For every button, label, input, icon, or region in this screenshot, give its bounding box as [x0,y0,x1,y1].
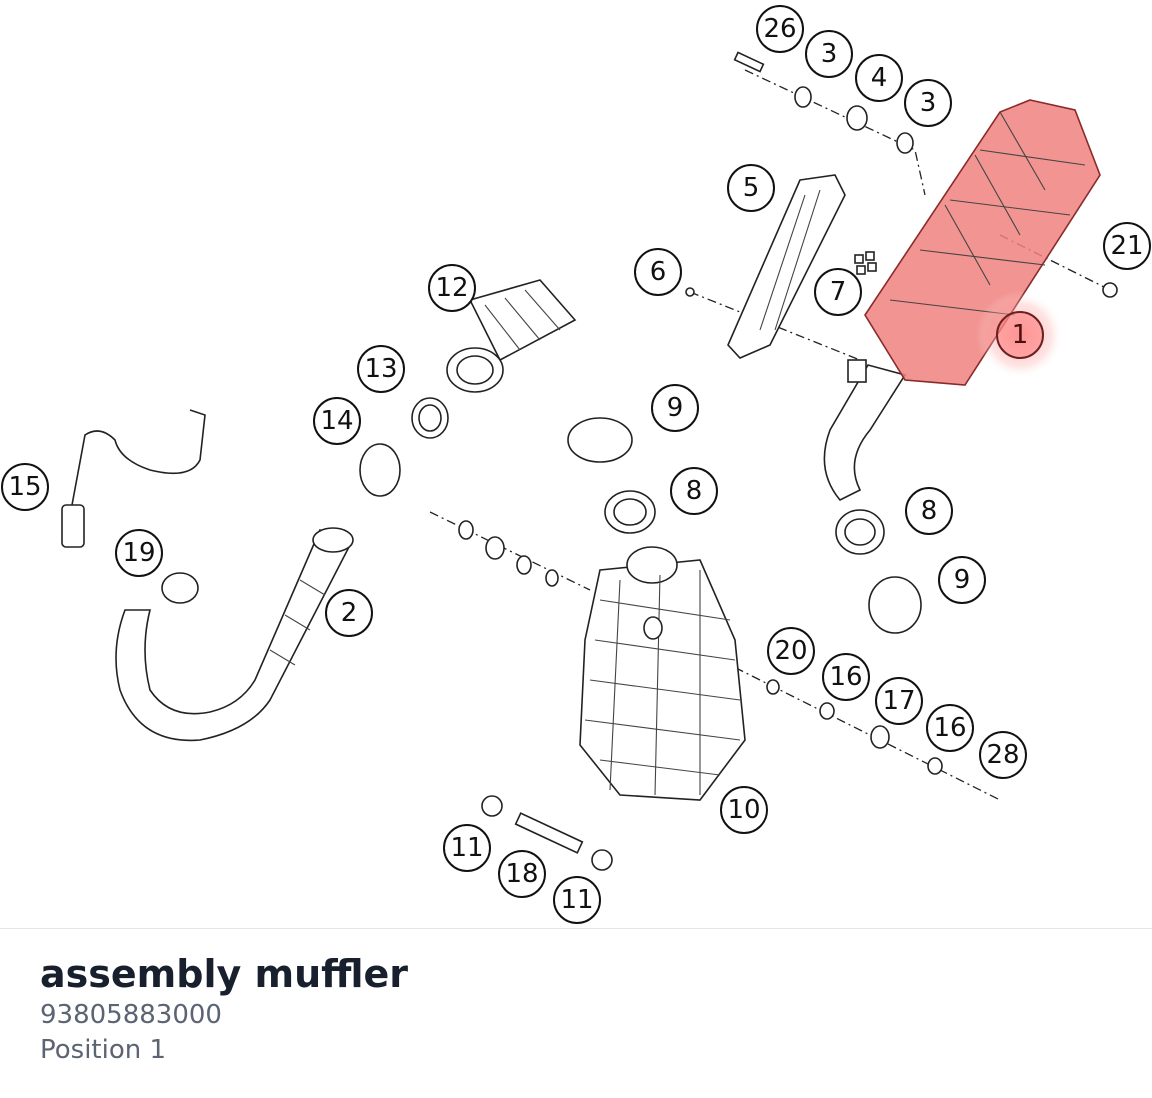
callout-16[interactable]: 16 [822,653,870,701]
header-pipe-part[interactable] [115,527,354,742]
svg-text:8: 8 [921,496,938,526]
callout-16[interactable]: 16 [926,704,974,752]
svg-text:8: 8 [686,476,703,506]
callout-17[interactable]: 17 [875,677,923,725]
svg-text:1: 1 [1012,320,1029,350]
svg-text:6: 6 [650,257,667,287]
svg-text:11: 11 [450,833,483,863]
svg-text:18: 18 [505,859,538,889]
diagram-canvas: 26 3 4 3 5 21 6 7 1 12 13 9 14 15 8 8 19… [1,5,1151,924]
callout-26[interactable]: 26 [756,5,804,53]
svg-text:5: 5 [743,173,760,203]
svg-text:17: 17 [882,686,915,716]
part-position: Position 1 [40,1035,167,1065]
callout-4[interactable]: 4 [855,54,903,102]
callout-1[interactable]: 1 [996,311,1044,359]
svg-text:7: 7 [830,277,847,307]
bolt-washer-stack-middle[interactable] [458,520,559,587]
callout-5[interactable]: 5 [727,164,775,212]
callout-13[interactable]: 13 [357,345,405,393]
svg-text:3: 3 [821,39,838,69]
callout-15[interactable]: 15 [1,463,49,511]
callout-9[interactable]: 9 [938,556,986,604]
svg-text:13: 13 [364,354,397,384]
section-divider [0,928,1152,929]
callout-8[interactable]: 8 [905,487,953,535]
svg-text:12: 12 [435,273,468,303]
callout-11[interactable]: 11 [553,876,601,924]
svg-text:16: 16 [933,713,966,743]
callout-28[interactable]: 28 [979,731,1027,779]
part-title: assembly muffler [40,952,409,996]
heat-shield-part[interactable] [685,174,1118,359]
callout-2[interactable]: 2 [325,589,373,637]
svg-text:3: 3 [920,88,937,118]
callout-7[interactable]: 7 [814,268,862,316]
callout-20[interactable]: 20 [767,627,815,675]
oxygen-sensor-part[interactable] [61,409,206,548]
muffler-part[interactable] [823,99,1101,501]
callout-18[interactable]: 18 [498,850,546,898]
callout-3[interactable]: 3 [805,30,853,78]
svg-text:2: 2 [341,598,358,628]
bushings-and-pin[interactable] [481,795,613,871]
svg-text:11: 11 [560,885,593,915]
svg-text:21: 21 [1110,231,1143,261]
clamps-and-gaskets[interactable] [161,397,922,634]
svg-text:26: 26 [763,14,796,44]
svg-text:28: 28 [986,740,1019,770]
svg-text:9: 9 [667,393,684,423]
callout-9[interactable]: 9 [651,384,699,432]
callout-6[interactable]: 6 [634,248,682,296]
bolt-washer-stack-right[interactable] [766,679,943,775]
callout-10[interactable]: 10 [720,786,768,834]
svg-text:15: 15 [8,472,41,502]
callout-11[interactable]: 11 [443,824,491,872]
pre-muffler-part[interactable] [579,546,746,801]
part-number: 93805883000 [40,1000,222,1030]
callout-12[interactable]: 12 [428,264,476,312]
callout-19[interactable]: 19 [115,529,163,577]
exploded-parts-diagram[interactable]: 26 3 4 3 5 21 6 7 1 12 13 9 14 15 8 8 19… [0,0,1152,928]
svg-text:20: 20 [774,636,807,666]
svg-text:19: 19 [122,538,155,568]
part-detail-panel: assembly muffler 93805883000 Position 1 [40,950,408,1068]
svg-text:4: 4 [871,63,888,93]
svg-text:10: 10 [727,795,760,825]
bolt-washer-stack-top[interactable] [733,51,914,154]
svg-text:14: 14 [320,406,353,436]
catalyst-part[interactable] [446,279,577,393]
callout-14[interactable]: 14 [313,397,361,445]
svg-text:16: 16 [829,662,862,692]
callout-8[interactable]: 8 [670,467,718,515]
svg-text:9: 9 [954,565,971,595]
callout-21[interactable]: 21 [1103,222,1151,270]
callout-3[interactable]: 3 [904,79,952,127]
